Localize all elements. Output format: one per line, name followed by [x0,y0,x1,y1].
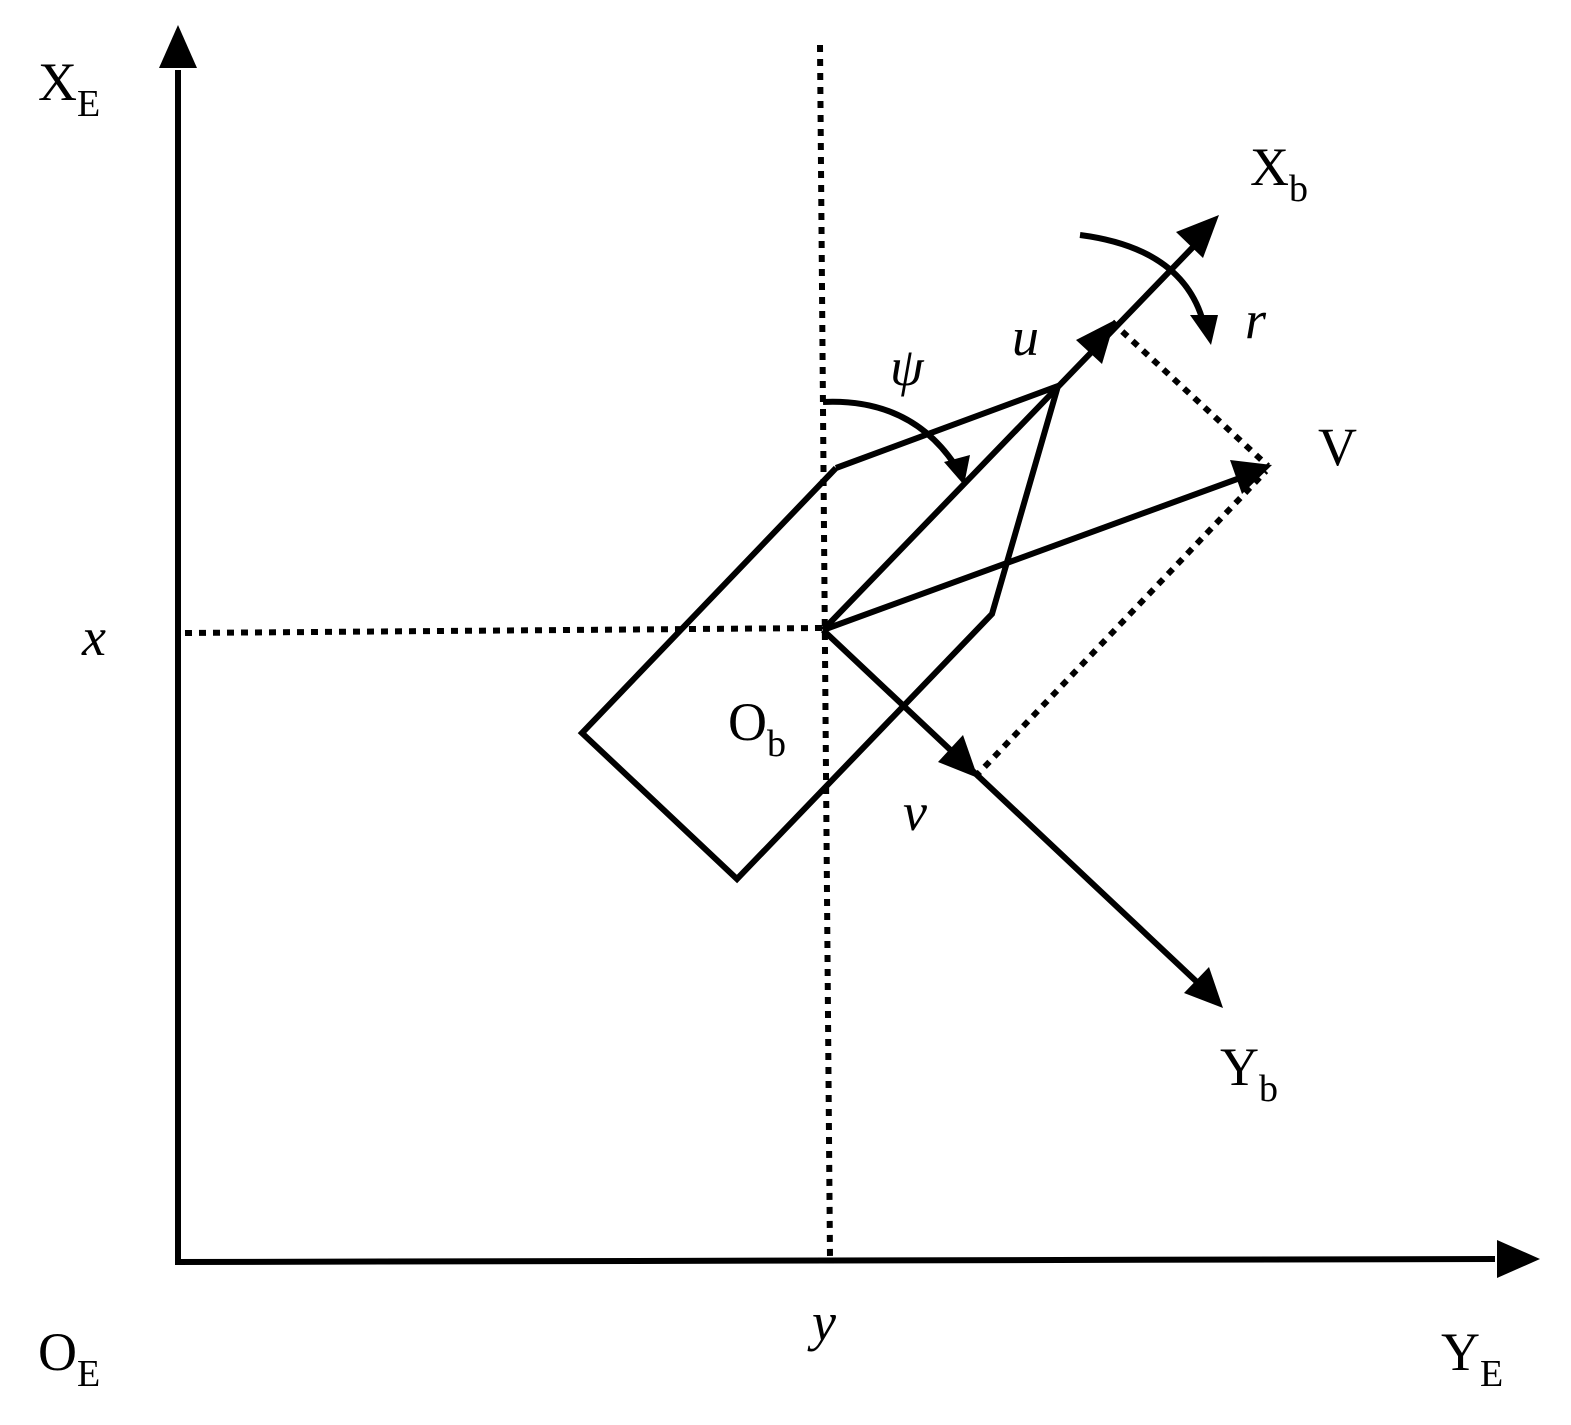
sway-velocity-label: v [903,782,927,842]
earth-y-axis-arrowhead [1497,1240,1540,1278]
vessel-hull [577,381,1063,884]
velocity-vector [821,460,1272,633]
heading-angle-arrowhead [944,455,970,485]
body-x-axis [820,215,1219,633]
yaw-rate-arrowhead [1190,315,1218,345]
yaw-rate-label: r [1245,290,1267,350]
earth-y-axis-label: YE [1441,1322,1503,1395]
x-projection-line [184,625,823,636]
y-projection-line [817,44,833,1259]
total-velocity-label: V [1318,417,1357,477]
body-origin-label: Ob [728,692,786,765]
body-y-axis-arrowhead [1184,967,1223,1008]
earth-origin-label: OE [38,1322,100,1395]
body-y-axis-label: Yb [1220,1037,1278,1110]
body-x-axis-label: Xb [1250,137,1308,210]
surge-velocity-arrowhead [1076,320,1115,364]
sway-velocity-arrowhead [938,735,978,778]
earth-x-axis-label: XE [38,52,100,125]
yaw-rate-arc [1079,232,1218,345]
earth-x-axis-arrowhead [159,25,197,68]
y-coordinate-label: y [807,1292,836,1352]
earth-y-axis [174,1240,1540,1278]
heading-angle-arc [822,398,970,485]
body-x-axis-arrowhead [1176,215,1219,258]
heading-angle-label: ψ [890,337,925,397]
earth-x-axis [159,25,197,1262]
x-coordinate-label: x [81,607,106,667]
surge-velocity-label: u [1012,307,1039,367]
velocity-vector-arrowhead [1230,460,1272,494]
body-y-axis [820,627,1223,1008]
velocity-component-line-v [972,468,1269,780]
